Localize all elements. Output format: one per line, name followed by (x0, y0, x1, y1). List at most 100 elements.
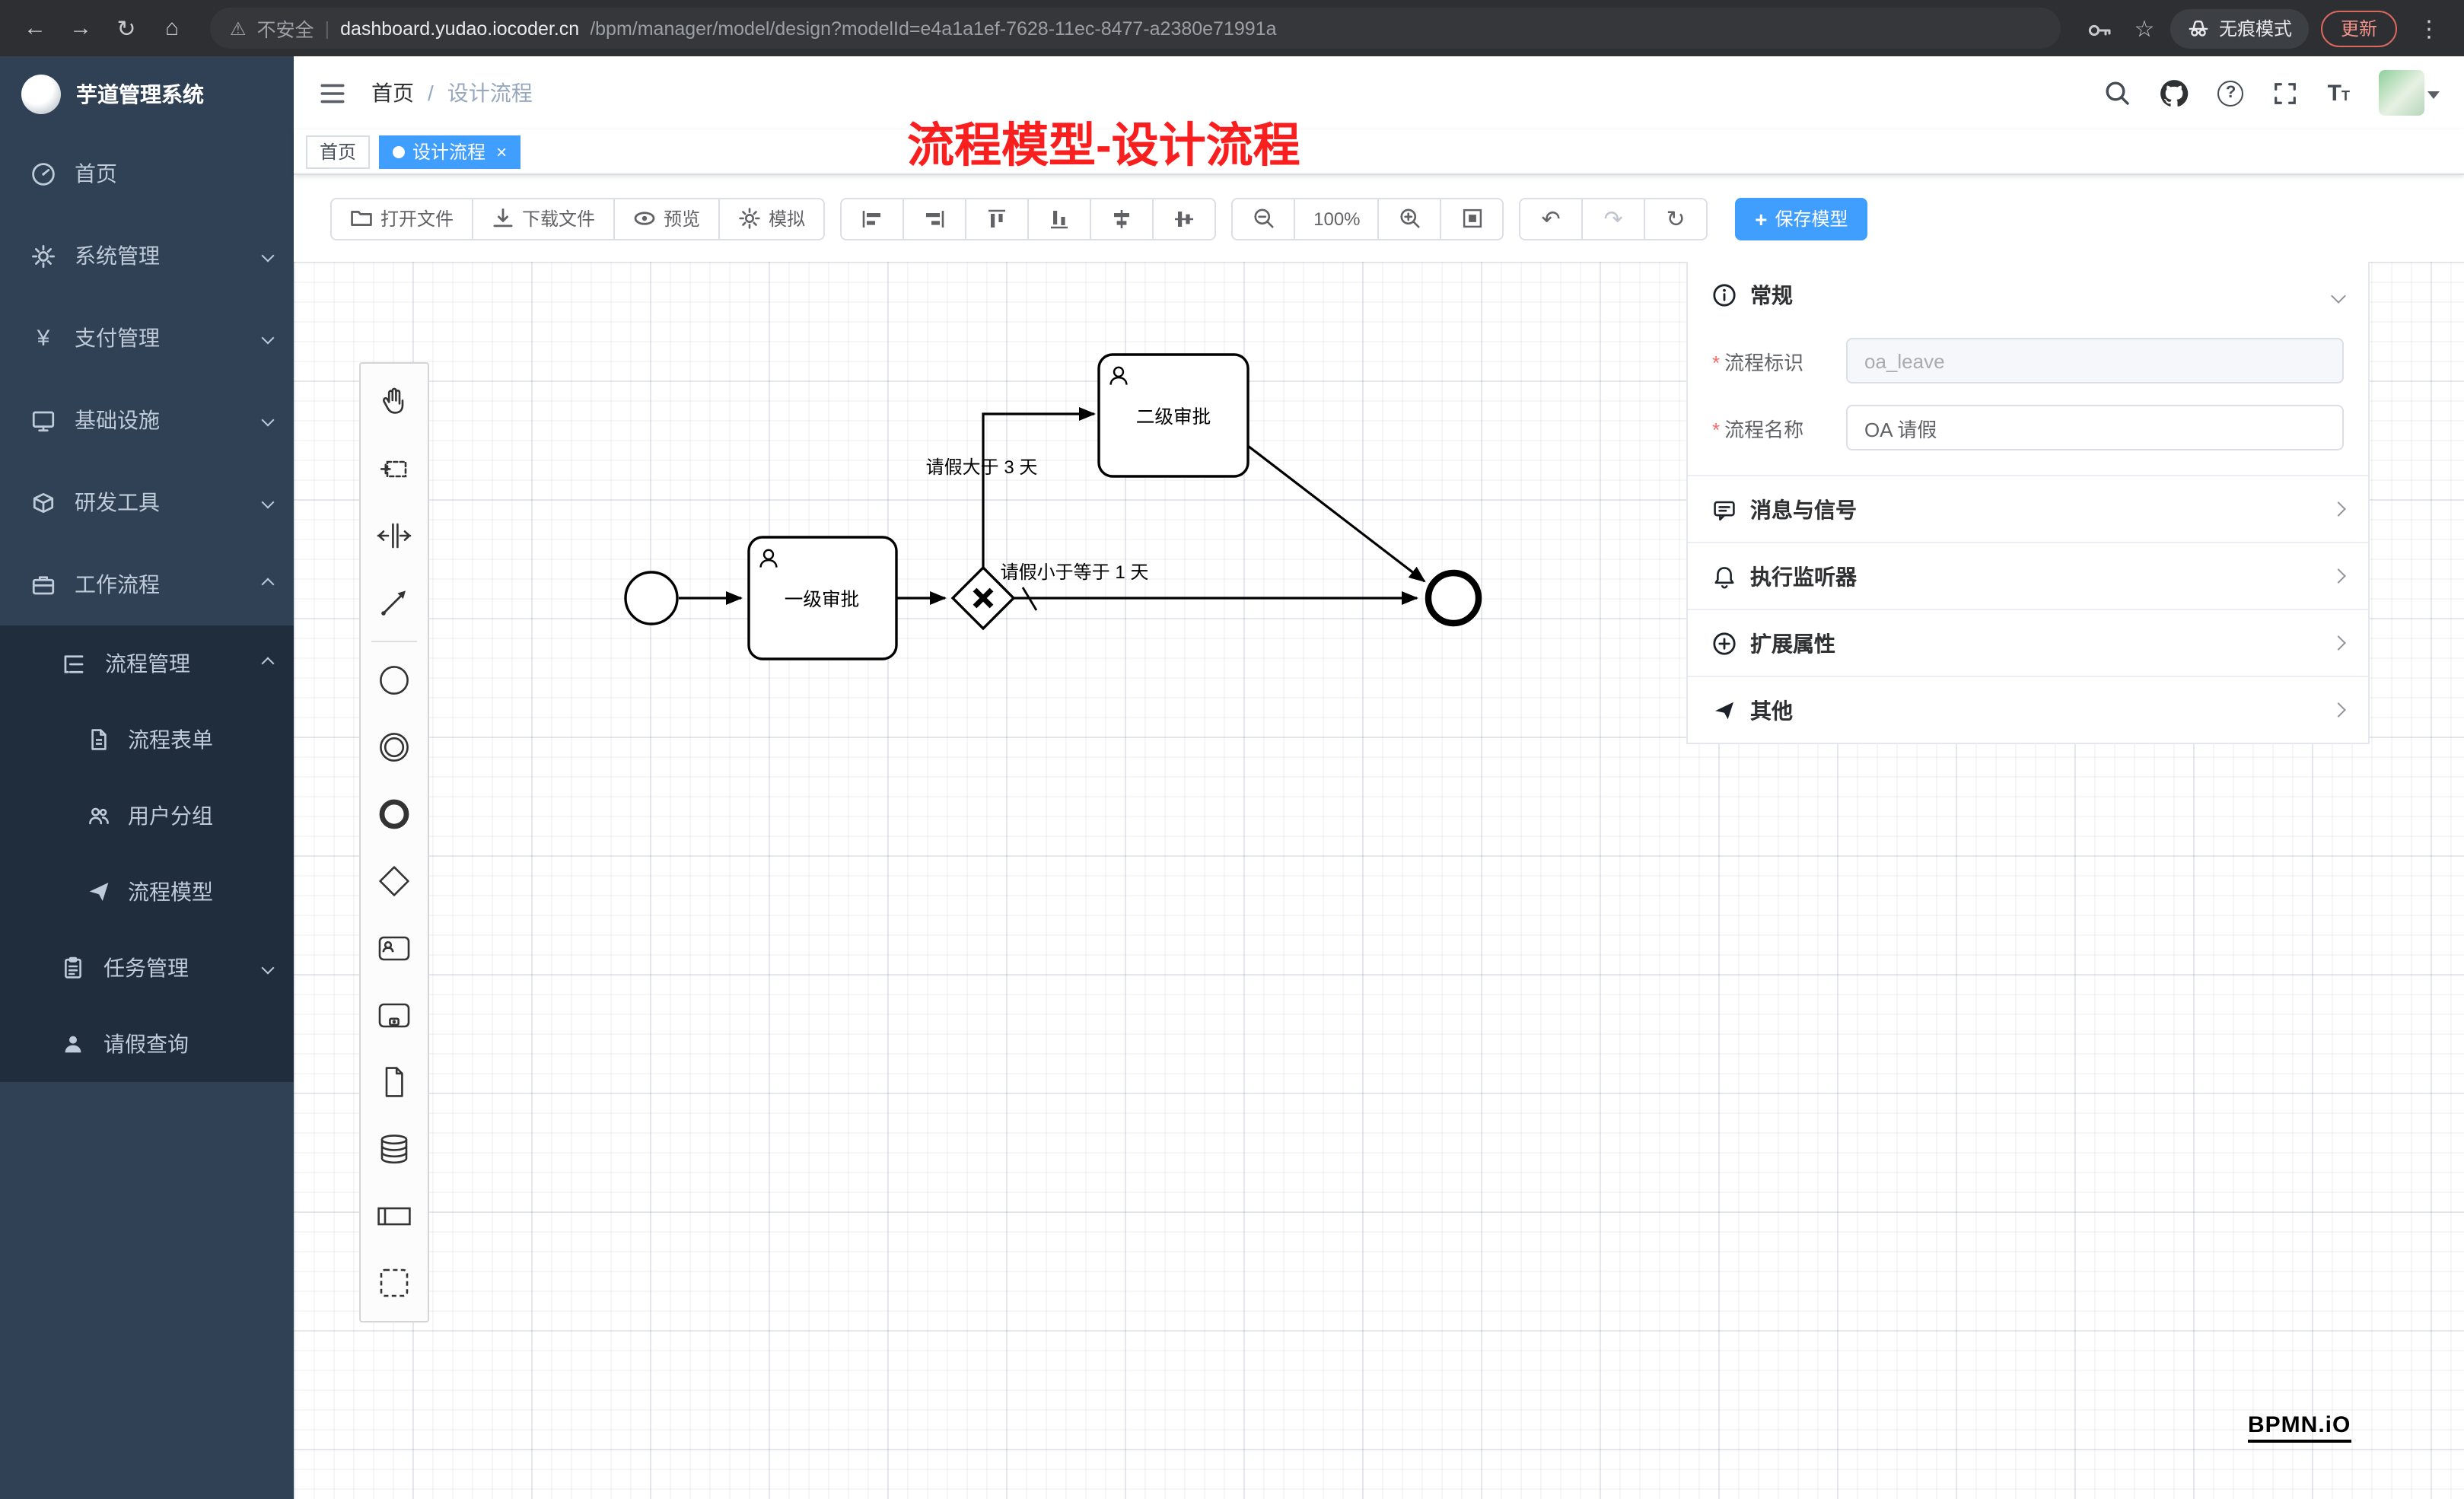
sidebar-item-system[interactable]: 系统管理 (0, 215, 294, 297)
redo-button[interactable]: ↷ (1581, 197, 1646, 240)
sidebar-item-workflow[interactable]: 工作流程 (0, 543, 294, 625)
breadcrumb-home[interactable]: 首页 (371, 81, 414, 105)
save-model-button[interactable]: + 保存模型 (1735, 197, 1868, 240)
address-bar[interactable]: ⚠ 不安全 | dashboard.yudao.iocoder.cn/bpm/m… (210, 8, 2061, 49)
sidebar-item-devtools[interactable]: 研发工具 (0, 461, 294, 543)
space-tool-icon (377, 523, 412, 549)
lasso-tool[interactable] (365, 435, 423, 502)
tab-close-icon[interactable]: × (496, 141, 508, 162)
create-participant[interactable] (365, 1182, 423, 1249)
user-avatar[interactable] (2379, 70, 2424, 116)
create-data-store[interactable] (365, 1115, 423, 1182)
sidebar-item-process-form[interactable]: 流程表单 (0, 702, 294, 778)
open-file-button[interactable]: 打开文件 (330, 197, 474, 240)
sidebar-item-process-model[interactable]: 流程模型 (0, 854, 294, 930)
tab-design-process[interactable]: 设计流程 × (379, 135, 521, 168)
bpmn-diagram[interactable]: 一级审批 二级审批 请假大 (294, 262, 1663, 779)
section-title: 执行监听器 (1750, 564, 1857, 588)
sidebar-item-task-management[interactable]: 任务管理 (0, 930, 294, 1006)
global-connect-tool[interactable] (365, 569, 423, 636)
zoom-out-button[interactable] (1231, 197, 1296, 240)
sidebar-item-infrastructure[interactable]: 基础设施 (0, 379, 294, 461)
password-key-icon[interactable] (2079, 8, 2119, 48)
align-top-button[interactable] (965, 197, 1030, 240)
section-title: 常规 (1750, 283, 1793, 307)
github-icon[interactable] (2160, 78, 2189, 107)
preview-button[interactable]: 预览 (613, 197, 721, 240)
section-extended-properties[interactable]: 扩展属性 (1688, 609, 2368, 676)
fullscreen-icon[interactable] (2273, 80, 2299, 106)
gear-icon (32, 244, 55, 267)
tab-home[interactable]: 首页 (306, 135, 371, 168)
sidebar-item-process-management[interactable]: 流程管理 (0, 625, 294, 702)
sidebar-item-label: 首页 (75, 161, 117, 186)
space-tool[interactable] (365, 502, 423, 569)
create-gateway[interactable] (365, 848, 423, 915)
zoom-reset-button[interactable] (1440, 197, 1504, 240)
simulate-button[interactable]: 模拟 (718, 197, 826, 240)
sidebar-item-payment[interactable]: ¥ 支付管理 (0, 297, 294, 379)
bpmn-io-watermark[interactable]: BPMN.iO (2248, 1412, 2351, 1443)
exclusive-gateway[interactable] (950, 565, 1016, 631)
process-name-input[interactable] (1846, 405, 2344, 450)
create-subprocess[interactable] (365, 982, 423, 1049)
info-icon (1713, 284, 1736, 307)
sidebar-item-home[interactable]: 首页 (0, 132, 294, 215)
chevron-down-icon (261, 961, 275, 975)
align-center-vertical-icon (1175, 211, 1194, 226)
flow-gateway-to-task2[interactable] (982, 407, 1096, 568)
start-event[interactable] (624, 571, 679, 625)
bookmark-star-icon[interactable]: ☆ (2134, 16, 2155, 42)
create-start-event[interactable] (365, 647, 423, 714)
security-label[interactable]: 不安全 (256, 20, 314, 41)
restart-button[interactable]: ↻ (1644, 197, 1708, 240)
align-bottom-button[interactable] (1027, 197, 1092, 240)
align-left-button[interactable] (840, 197, 905, 240)
start-event-icon (380, 666, 409, 695)
browser-reload-icon[interactable]: ↻ (116, 16, 136, 42)
font-size-icon[interactable]: TT (2327, 80, 2350, 106)
create-group[interactable] (365, 1249, 423, 1316)
process-name-label: *流程名称 (1712, 418, 1804, 441)
app-logo[interactable]: 芋道管理系统 (0, 56, 294, 132)
sidebar-item-label: 流程表单 (128, 727, 213, 752)
search-icon[interactable] (2104, 79, 2131, 107)
chevron-down-icon (2331, 288, 2346, 303)
align-top-icon (988, 208, 1006, 227)
create-user-task[interactable] (365, 915, 423, 982)
sidebar-item-leave-query[interactable]: 请假查询 (0, 1006, 294, 1082)
align-center-horizontal-button[interactable] (1090, 197, 1154, 240)
create-intermediate-event[interactable] (365, 714, 423, 781)
task-second-approval[interactable]: 二级审批 (1097, 353, 1250, 478)
browser-menu-icon[interactable]: ⋮ (2418, 16, 2440, 42)
zoom-in-button[interactable] (1377, 197, 1442, 240)
message-icon (1714, 500, 1735, 520)
create-end-event[interactable] (365, 781, 423, 848)
align-bottom-icon (1051, 210, 1068, 228)
align-center-vertical-button[interactable] (1152, 197, 1217, 240)
sidebar-toggle-icon[interactable] (318, 78, 347, 107)
flow-task2-to-end[interactable] (1247, 444, 1426, 583)
sidebar-item-user-group[interactable]: 用户分组 (0, 778, 294, 854)
create-data-object[interactable] (365, 1049, 423, 1115)
browser-forward-icon[interactable]: → (69, 15, 92, 41)
section-execution-listener[interactable]: 执行监听器 (1688, 542, 2368, 609)
browser-home-icon[interactable]: ⌂ (164, 15, 180, 41)
browser-update-button[interactable]: 更新 (2320, 10, 2397, 46)
section-general[interactable]: 常规 (1688, 262, 2368, 329)
undo-button[interactable]: ↶ (1519, 197, 1584, 240)
task-first-approval[interactable]: 一级审批 (747, 536, 898, 660)
align-right-button[interactable] (903, 197, 967, 240)
bpmn-canvas[interactable]: 一级审批 二级审批 请假大 (294, 262, 2464, 1499)
end-event[interactable] (1425, 569, 1482, 627)
hand-tool[interactable] (365, 368, 423, 435)
general-form: *流程标识 *流程名称 (1688, 329, 2368, 475)
help-icon[interactable]: ? (2217, 80, 2244, 106)
download-file-button[interactable]: 下载文件 (472, 197, 616, 240)
section-message-signal[interactable]: 消息与信号 (1688, 475, 2368, 542)
section-other[interactable]: 其他 (1688, 676, 2368, 743)
process-key-input[interactable] (1846, 338, 2344, 384)
avatar-caret-icon (2427, 91, 2440, 99)
browser-back-icon[interactable]: ← (24, 15, 46, 41)
